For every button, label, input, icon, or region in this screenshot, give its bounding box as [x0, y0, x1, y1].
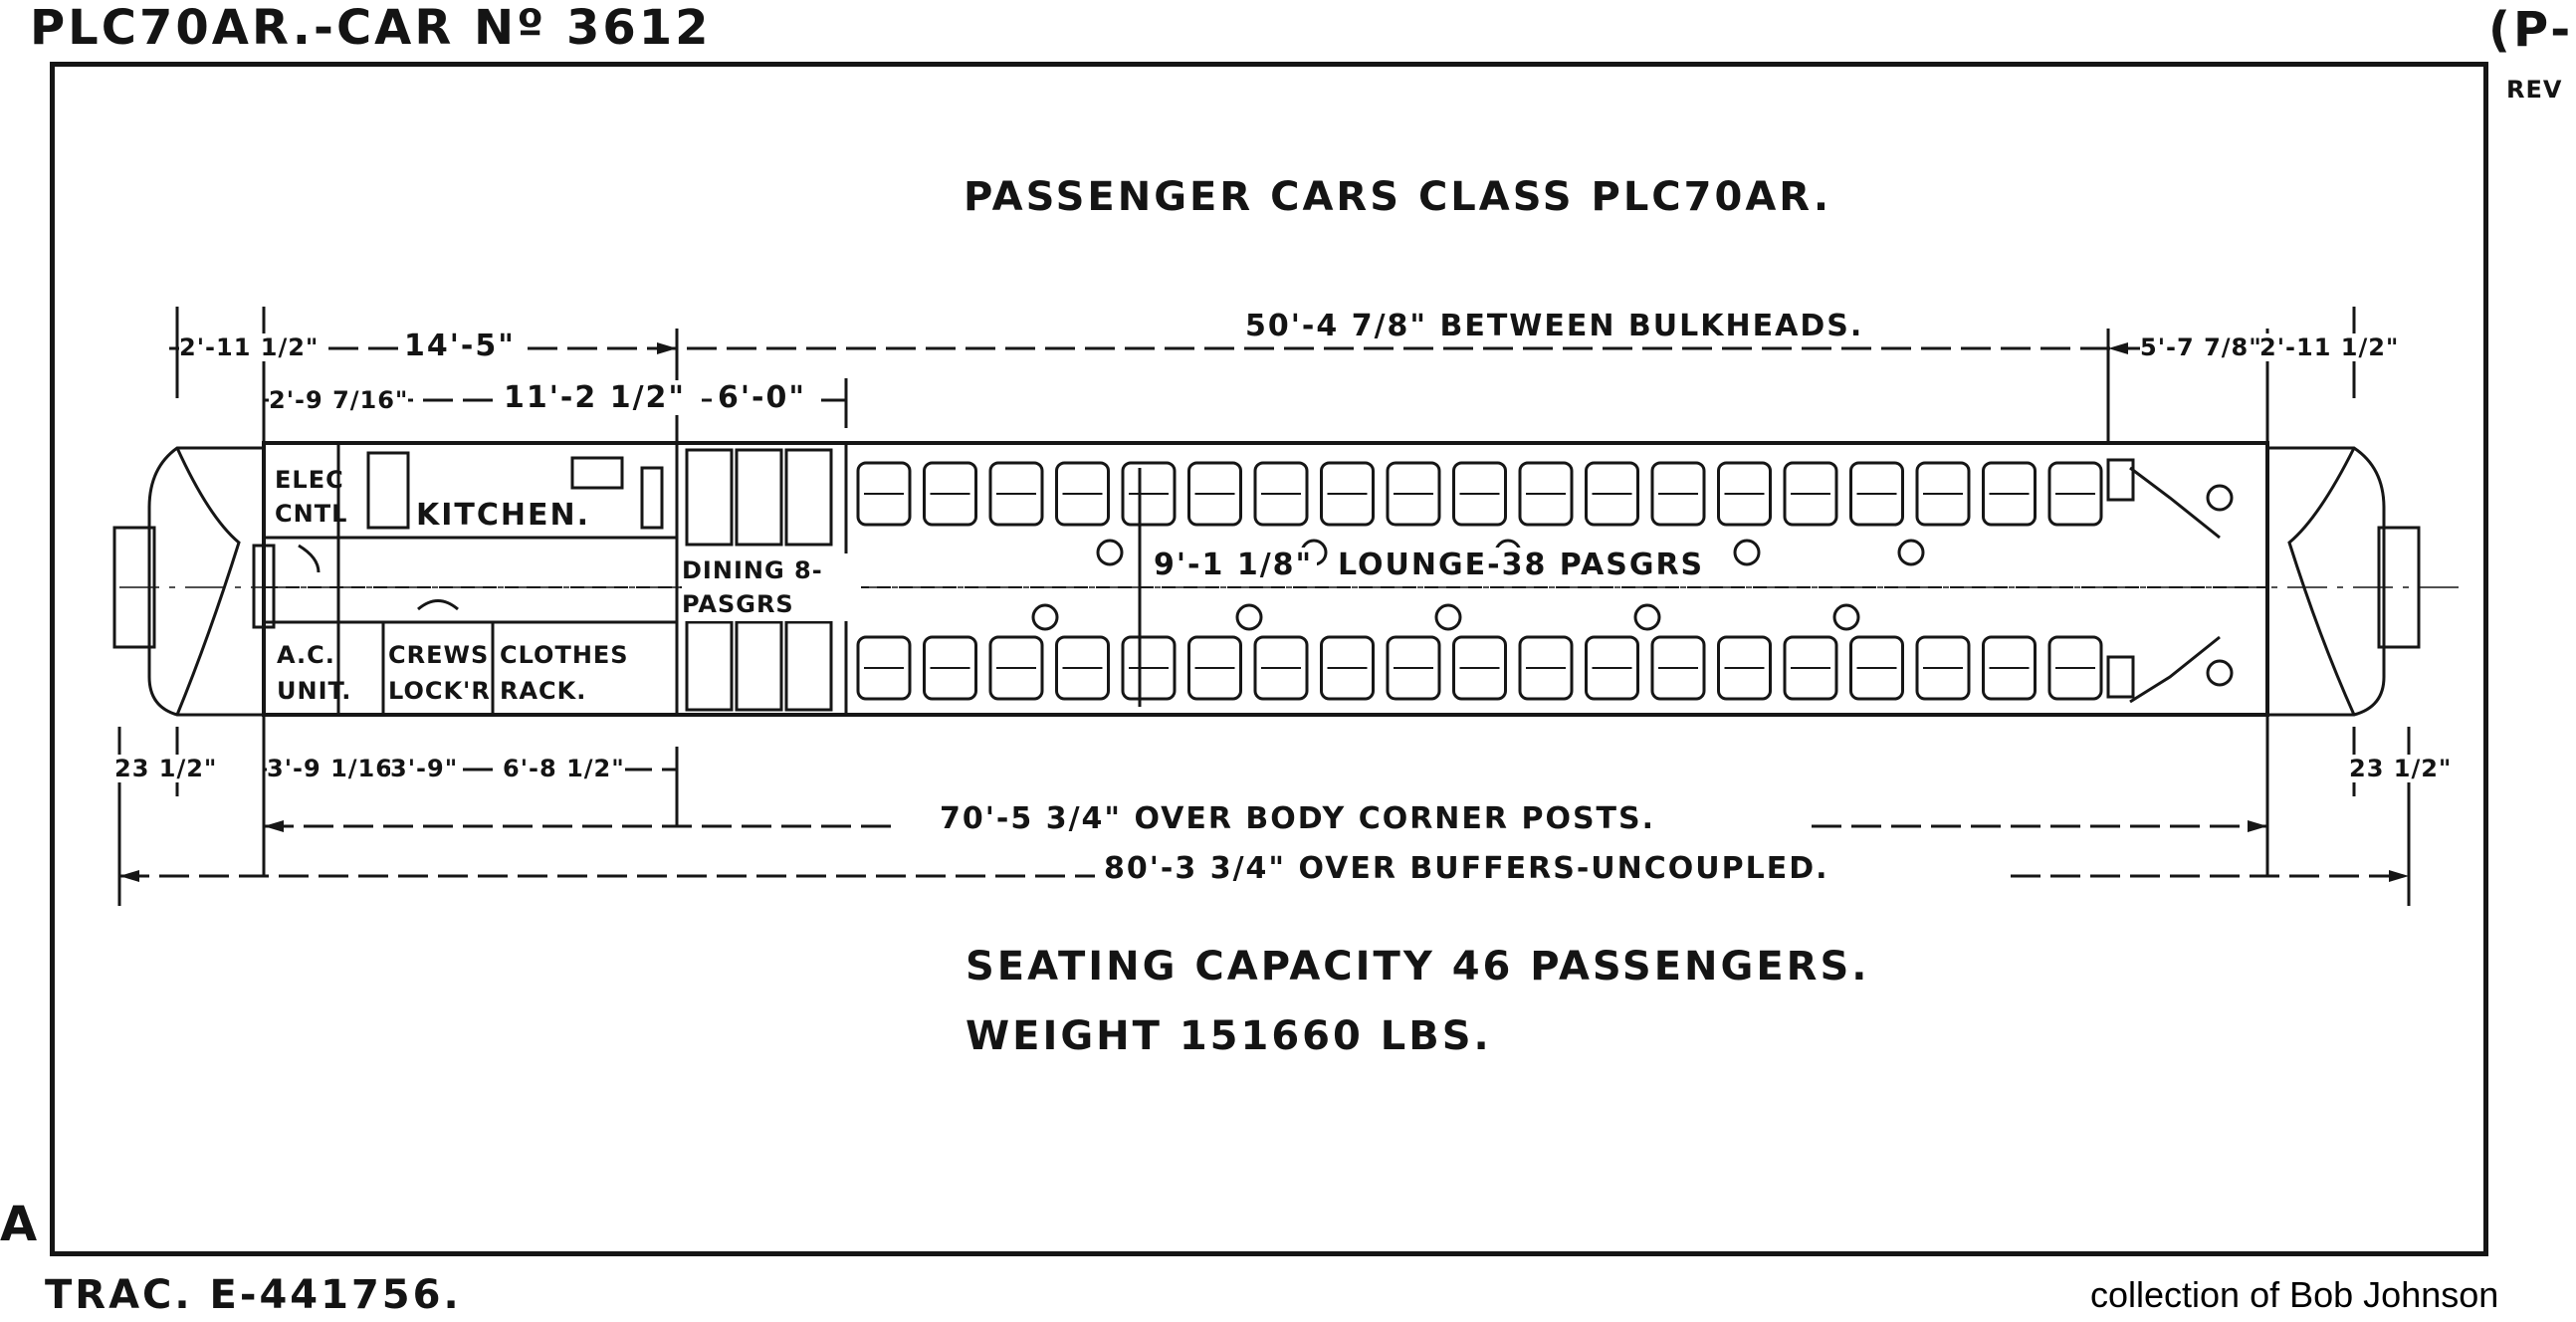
corner-mark: (P- — [2488, 2, 2574, 58]
seating-capacity: SEATING CAPACITY 46 PASSENGERS. — [966, 944, 1870, 990]
lounge-chair — [1452, 461, 1507, 527]
lounge-chair — [988, 461, 1044, 527]
lounge-chair — [923, 461, 977, 527]
lounge-table — [1031, 603, 1059, 631]
room-kitchen: KITCHEN. — [416, 498, 590, 533]
dim-right-a: 5'-7 7/8" — [2140, 333, 2262, 361]
rev-mark: REV — [2506, 76, 2563, 104]
lounge-chair — [1982, 461, 2037, 527]
dim-left-buffer: 23 1/2" — [114, 755, 218, 782]
lounge-chair — [856, 635, 912, 701]
lounge-chair — [1320, 461, 1375, 527]
dim-kitchen-section: 14'-5" — [398, 329, 522, 363]
lounge-chair — [1386, 635, 1441, 701]
lounge-table — [1633, 603, 1661, 631]
lounge-chair — [1518, 461, 1574, 527]
lounge-table — [1733, 539, 1761, 566]
dim-crews: 3'-9" — [390, 755, 459, 782]
lounge-chair — [1121, 461, 1177, 527]
dim-right-end: 2'-11 1/2" — [2259, 333, 2400, 361]
room-dining: DINING 8-PASGRS — [682, 553, 861, 621]
lounge-table — [1235, 603, 1263, 631]
side-mark: A — [0, 1197, 41, 1252]
lounge-chair — [1585, 635, 1639, 701]
dim-lounge-offset: 9'-1 1/8" — [1150, 548, 1318, 582]
lounge-chair — [1187, 635, 1242, 701]
lounge-chair — [1783, 461, 1838, 527]
drawing-frame — [50, 62, 2488, 1256]
room-ac-unit: A.C. UNIT. — [277, 641, 352, 705]
lounge-chair — [1386, 461, 1441, 527]
room-crews-locker: CREWS LOCK'R — [388, 641, 491, 705]
lounge-chair — [856, 461, 912, 527]
lounge-chair — [1982, 635, 2037, 701]
lounge-chair — [1915, 635, 1971, 701]
room-lounge: LOUNGE-38 PASGRS — [1334, 548, 1709, 582]
lounge-chair — [1452, 635, 1507, 701]
diagram-title: PASSENGER CARS CLASS PLC70AR. — [964, 174, 1832, 220]
lounge-chair — [1717, 635, 1772, 701]
lounge-chair — [1253, 461, 1309, 527]
room-clothes-rack: CLOTHES RACK. — [500, 641, 629, 705]
tracing-number: TRAC. E-441756. — [45, 1272, 462, 1318]
lounge-chair — [1915, 461, 1971, 527]
lounge-chair — [988, 635, 1044, 701]
lounge-chair — [1518, 635, 1574, 701]
lounge-chair — [1849, 635, 1904, 701]
lounge-chair — [2047, 461, 2103, 527]
lounge-chair — [1585, 461, 1639, 527]
dim-corner-posts: 70'-5 3/4" OVER BODY CORNER POSTS. — [936, 801, 1660, 836]
lounge-chair — [923, 635, 977, 701]
room-elec-cntl: ELEC CNTL — [275, 466, 348, 528]
lounge-chair — [1650, 461, 1706, 527]
lounge-chair — [1849, 461, 1904, 527]
lounge-table — [1897, 539, 1925, 566]
dim-left-end: 2'-11 1/2" — [179, 333, 320, 361]
lounge-chair — [1121, 635, 1177, 701]
lounge-chair — [1187, 461, 1242, 527]
dim-right-buffer: 23 1/2" — [2349, 755, 2453, 782]
lounge-table — [1832, 603, 1860, 631]
weight: WEIGHT 151660 LBS. — [966, 1013, 1492, 1059]
dim-clothes: 6'-8 1/2" — [503, 755, 625, 782]
dim-between-bulkheads: 50'-4 7/8" BETWEEN BULKHEADS. — [1239, 309, 1870, 343]
dim-dining: 6'-0" — [712, 380, 813, 415]
lounge-table — [1434, 603, 1462, 631]
dim-ac: 3'-9 1/16" — [267, 755, 407, 782]
car-title: PLC70AR.-CAR Nº 3612 — [30, 0, 712, 56]
dim-kitchen: 11'-2 1/2" — [498, 380, 693, 415]
lounge-chair — [1650, 635, 1706, 701]
lounge-chair — [1055, 461, 1110, 527]
lounge-table — [1096, 539, 1124, 566]
lounge-chair — [1783, 635, 1838, 701]
dim-over-buffers: 80'-3 3/4" OVER BUFFERS-UNCOUPLED. — [1100, 851, 1833, 886]
collection-credit: collection of Bob Johnson — [2090, 1274, 2499, 1315]
dim-elec-width: 2'-9 7/16" — [269, 386, 409, 414]
lounge-chair — [2047, 635, 2103, 701]
lounge-chair — [1320, 635, 1375, 701]
lounge-chair — [1055, 635, 1110, 701]
lounge-chair — [1717, 461, 1772, 527]
lounge-chair — [1253, 635, 1309, 701]
